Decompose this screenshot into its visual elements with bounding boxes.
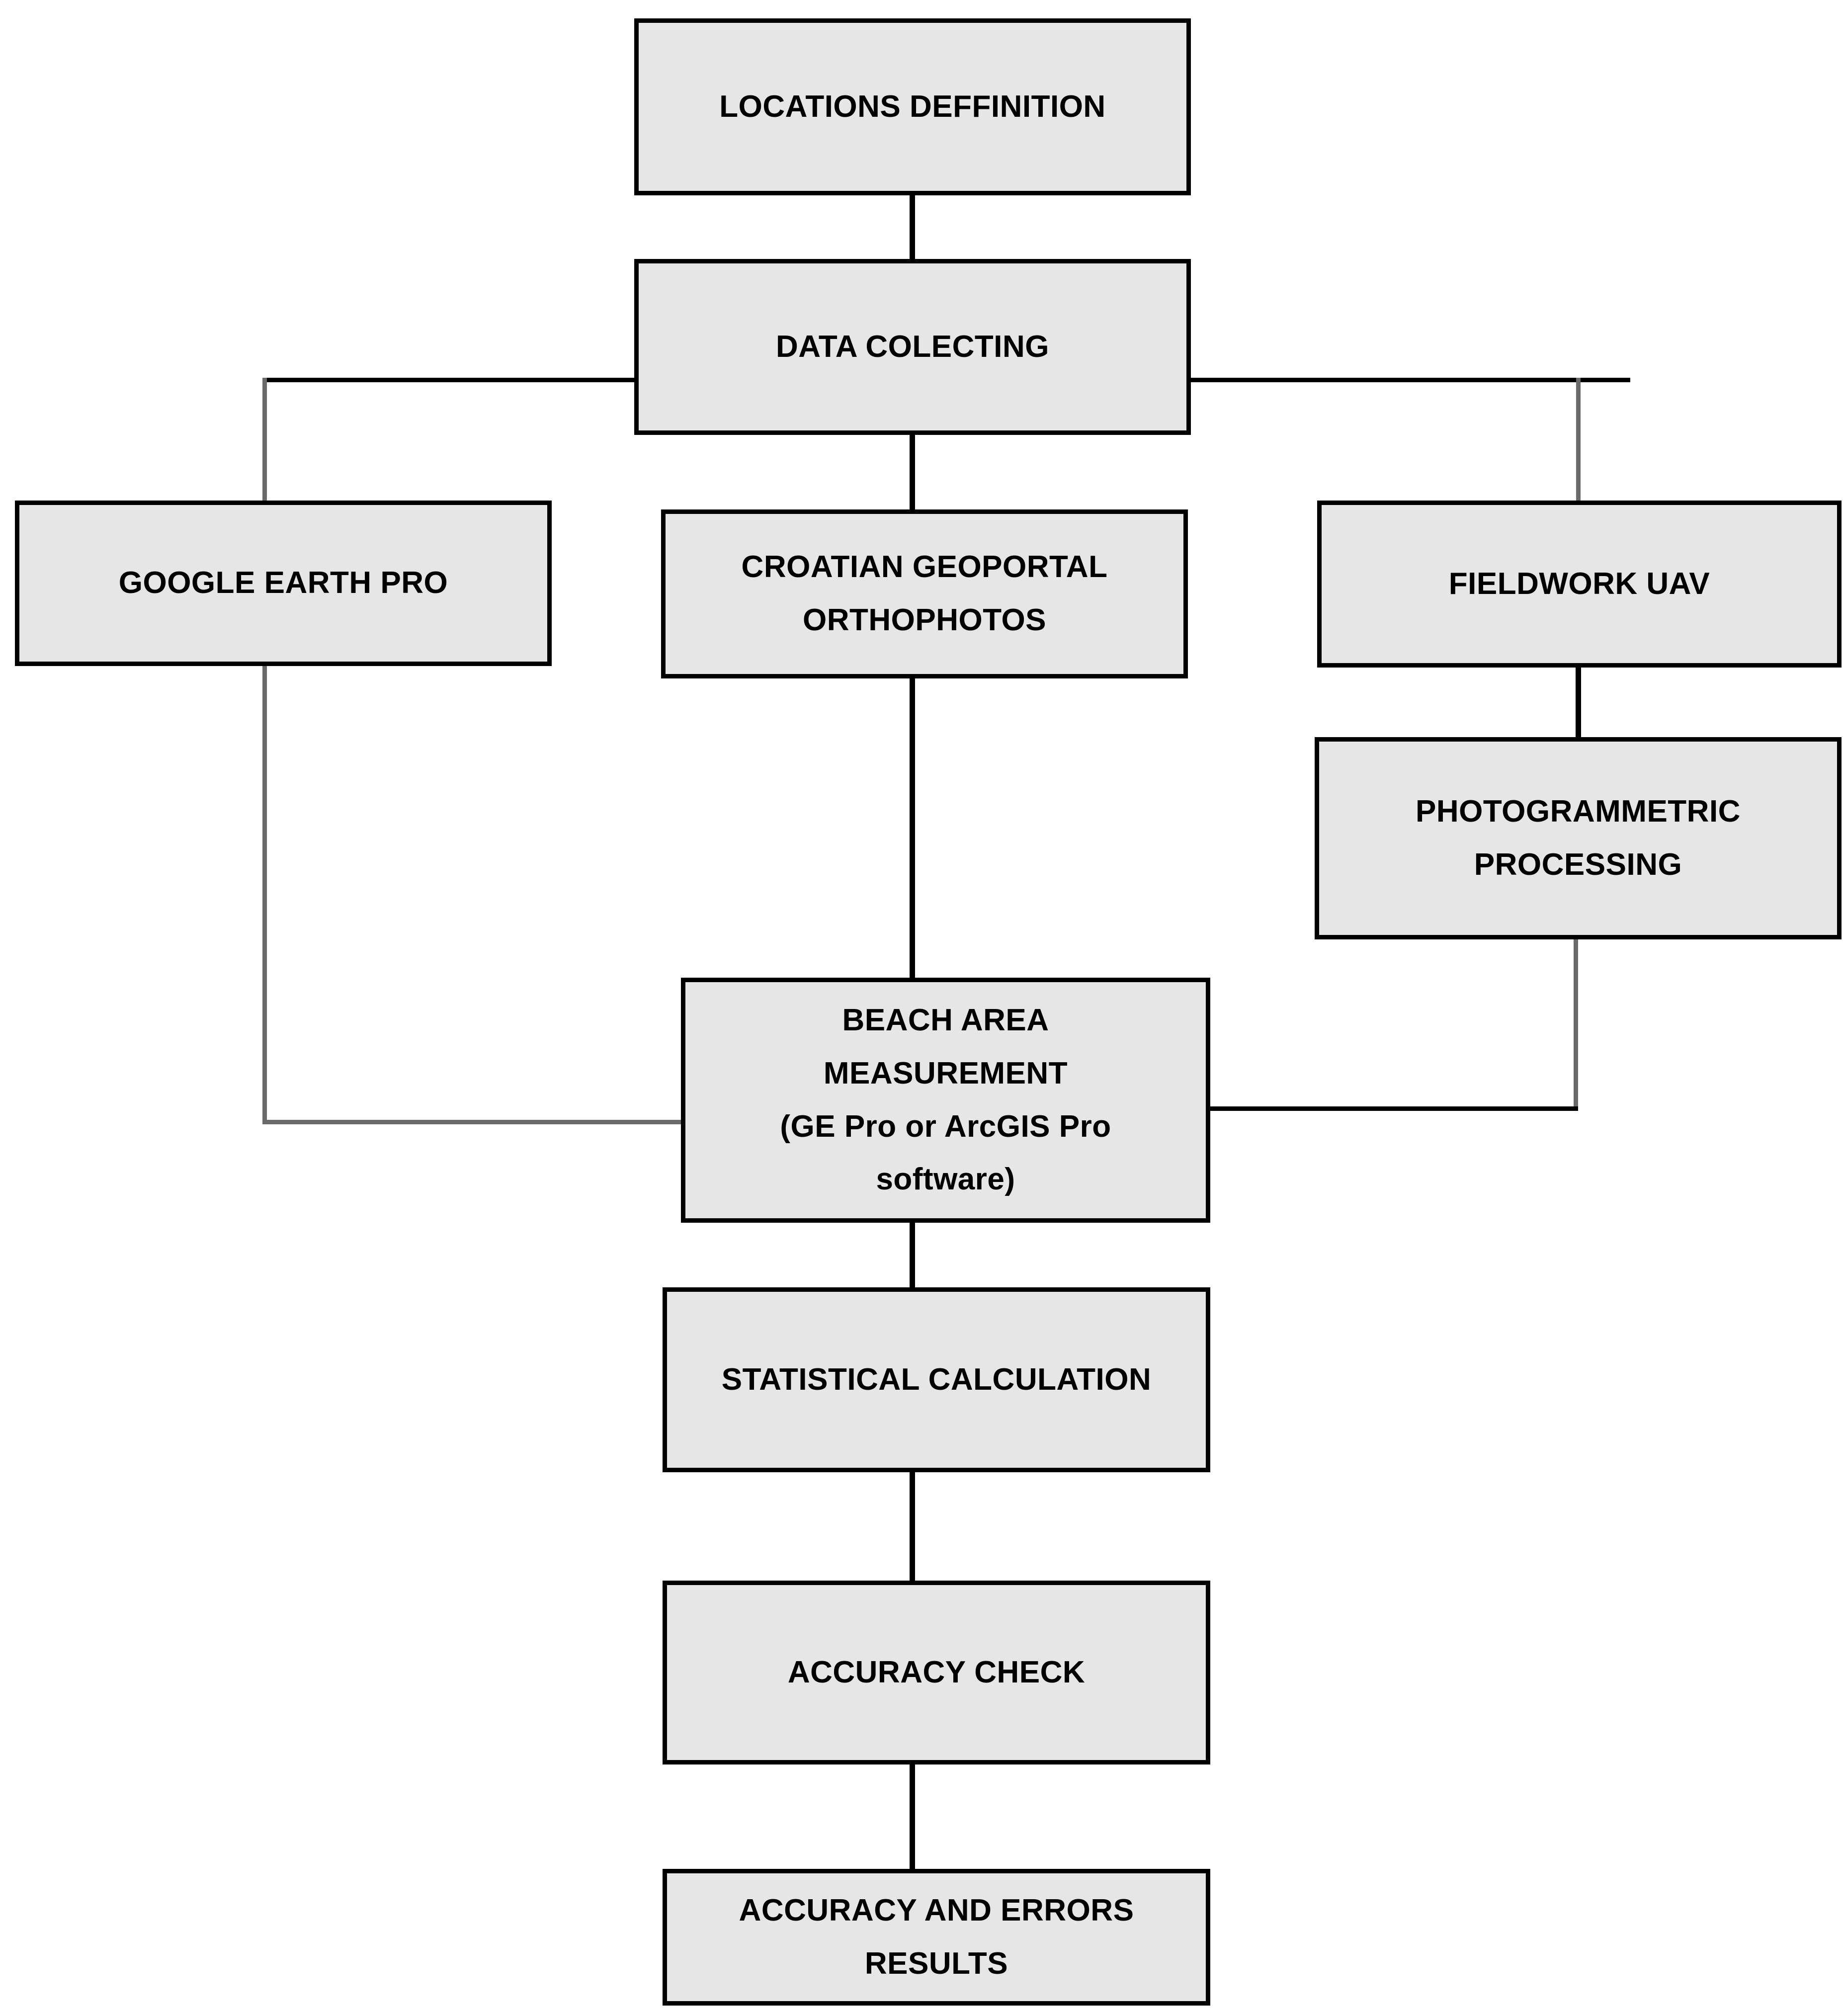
- connector-data-collecting-branch-left-vertical: [262, 378, 267, 504]
- node-fieldwork-uav[interactable]: FIELDWORK UAV: [1317, 501, 1842, 668]
- connector-data-collecting-branch-right-horizontal: [1188, 378, 1630, 382]
- node-croatian-geoportal-line-2: ORTHOPHOTOS: [802, 603, 1047, 637]
- connector-photogrammetric-down: [1574, 935, 1578, 1110]
- connector-google-earth-pro-down: [262, 662, 267, 1124]
- node-beach-area-line-3: (GE Pro or ArcGIS Pro: [780, 1109, 1111, 1144]
- node-beach-area-measurement[interactable]: BEACH AREA MEASUREMENT (GE Pro or ArcGIS…: [681, 978, 1210, 1223]
- connector-data-collecting-branch-right-vertical: [1576, 378, 1581, 504]
- node-photogrammetric-line-2: PROCESSING: [1474, 847, 1682, 882]
- node-google-earth-pro-line-1: GOOGLE EARTH PRO: [118, 566, 448, 600]
- connector-google-earth-pro-to-beach-area: [262, 1120, 685, 1124]
- connector-beach-area-to-statistical: [910, 1219, 915, 1291]
- node-locations-definition-line-1: LOCATIONS DEFFINITION: [719, 89, 1106, 124]
- node-croatian-geoportal-orthophotos[interactable]: CROATIAN GEOPORTAL ORTHOPHOTOS: [661, 509, 1188, 678]
- connector-photogrammetric-to-beach-area: [1206, 1106, 1578, 1111]
- connector-croatian-geoportal-to-beach-area: [910, 674, 915, 982]
- node-accuracy-results-line-1: ACCURACY AND ERRORS: [739, 1893, 1134, 1928]
- connector-data-collecting-to-croatian-geoportal: [910, 430, 915, 514]
- node-beach-area-line-4: software): [876, 1162, 1015, 1197]
- connector-statistical-to-accuracy-check: [910, 1468, 915, 1585]
- connector-accuracy-check-to-results: [910, 1761, 915, 1873]
- node-accuracy-check[interactable]: ACCURACY CHECK: [663, 1581, 1210, 1764]
- connector-data-collecting-branch-left-horizontal: [262, 378, 636, 382]
- node-photogrammetric-processing[interactable]: PHOTOGRAMMETRIC PROCESSING: [1315, 737, 1842, 939]
- node-fieldwork-uav-line-1: FIELDWORK UAV: [1448, 566, 1710, 601]
- node-statistical-calculation[interactable]: STATISTICAL CALCULATION: [663, 1287, 1210, 1472]
- connector-locations-to-data-collecting: [910, 191, 915, 263]
- node-data-collecting[interactable]: DATA COLECTING: [634, 259, 1191, 435]
- node-croatian-geoportal-line-1: CROATIAN GEOPORTAL: [741, 550, 1108, 585]
- node-photogrammetric-line-1: PHOTOGRAMMETRIC: [1416, 794, 1741, 829]
- node-beach-area-line-1: BEACH AREA: [842, 1003, 1049, 1038]
- node-data-collecting-line-1: DATA COLECTING: [775, 329, 1049, 364]
- connector-fieldwork-uav-to-photogrammetric: [1576, 663, 1581, 742]
- node-beach-area-line-2: MEASUREMENT: [823, 1056, 1068, 1091]
- node-locations-definition[interactable]: LOCATIONS DEFFINITION: [634, 18, 1191, 195]
- node-accuracy-results-line-2: RESULTS: [864, 1946, 1008, 1981]
- node-accuracy-check-line-1: ACCURACY CHECK: [787, 1655, 1086, 1689]
- node-google-earth-pro[interactable]: GOOGLE EARTH PRO: [15, 501, 552, 666]
- node-statistical-line-1: STATISTICAL CALCULATION: [721, 1362, 1152, 1397]
- node-accuracy-and-errors-results[interactable]: ACCURACY AND ERRORS RESULTS: [663, 1869, 1210, 2006]
